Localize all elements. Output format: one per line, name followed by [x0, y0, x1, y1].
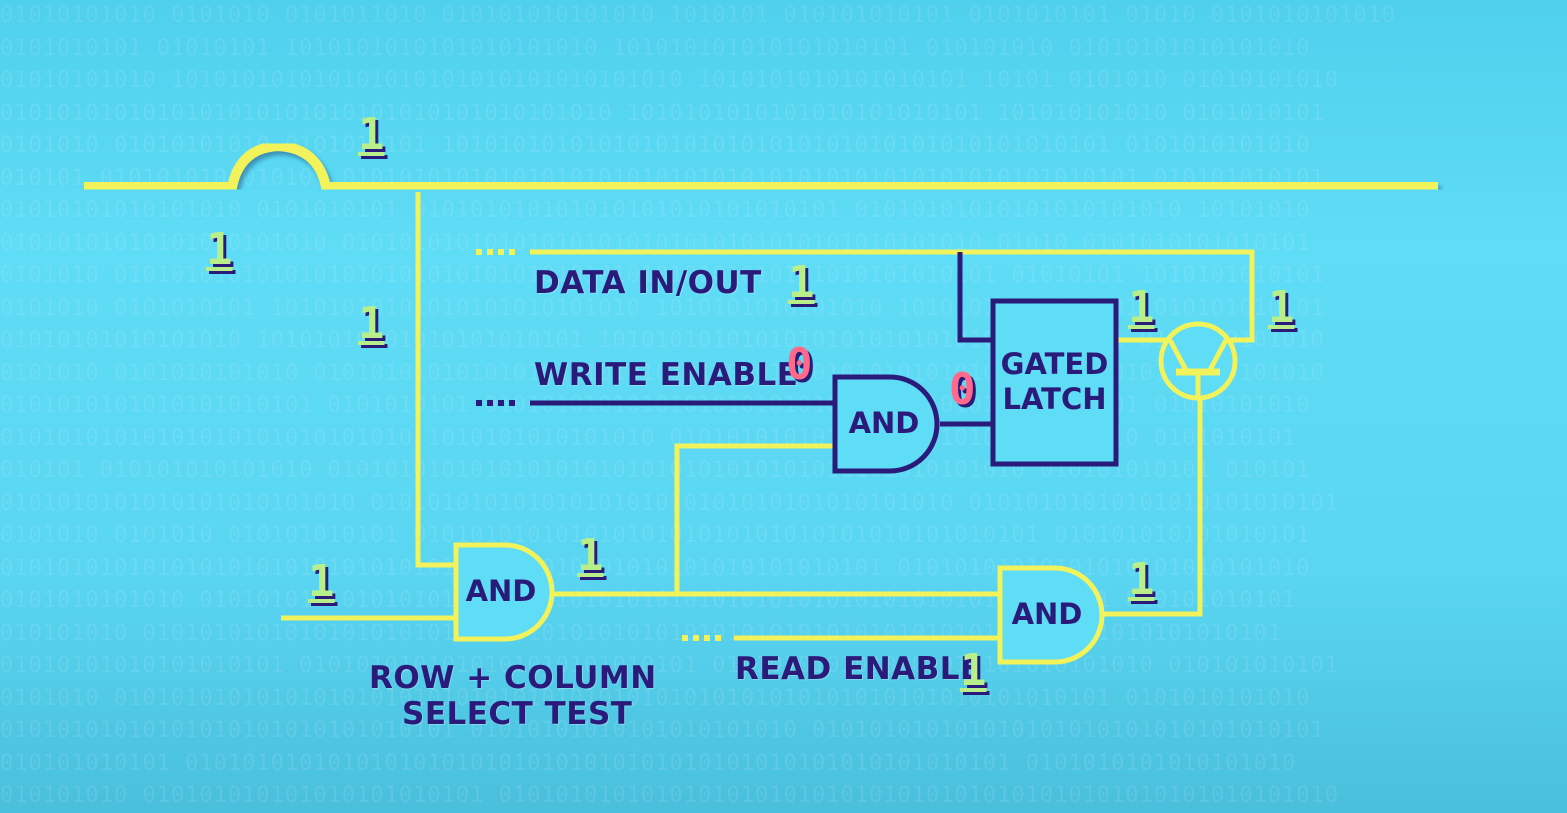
- bit-vertical-wire-middle: 1: [358, 298, 385, 349]
- and-gate-icon: [997, 565, 1105, 665]
- bit-read-and-output: 1: [1128, 554, 1155, 605]
- row-column-label-line1: ROW + COLUMN: [369, 660, 657, 696]
- bit-and-write-output: 0: [949, 364, 976, 415]
- write-enable-label: WRITE ENABLE: [534, 357, 799, 393]
- gated-latch-icon: [990, 298, 1119, 467]
- top-horizontal-wire: [84, 140, 1438, 192]
- gated-latch-label-line1: GATED: [1000, 347, 1109, 381]
- row-column-label-line2: SELECT TEST: [402, 696, 633, 732]
- thin-yellow-wires: [281, 192, 1255, 641]
- bit-vertical-wire-upper: 1: [206, 224, 233, 275]
- bit-select-and-output: 1: [577, 530, 604, 581]
- gated-latch-label-line2: LATCH: [1002, 382, 1107, 416]
- bit-read-enable: 1: [960, 645, 987, 696]
- bit-latch-output: 1: [1128, 282, 1155, 333]
- transistor-icon: [1158, 321, 1238, 401]
- write-and-gate-label: AND: [848, 406, 920, 440]
- bit-row-select-input: 1: [308, 556, 335, 607]
- bit-transistor-output: 1: [1268, 282, 1295, 333]
- and-gate-icon: [832, 374, 940, 474]
- data-in-out-label: DATA IN/OUT: [534, 265, 762, 301]
- select-and-gate-label: AND: [465, 574, 537, 608]
- read-enable-label: READ ENABLE: [735, 651, 982, 687]
- bit-data-in-out: 1: [788, 257, 815, 308]
- bit-write-enable: 0: [786, 339, 813, 390]
- and-gate-icon: [453, 542, 555, 642]
- read-and-gate-label: AND: [1011, 597, 1083, 631]
- thin-dark-wires: [530, 252, 993, 427]
- bit-top-horizontal-wire: 1: [358, 109, 385, 160]
